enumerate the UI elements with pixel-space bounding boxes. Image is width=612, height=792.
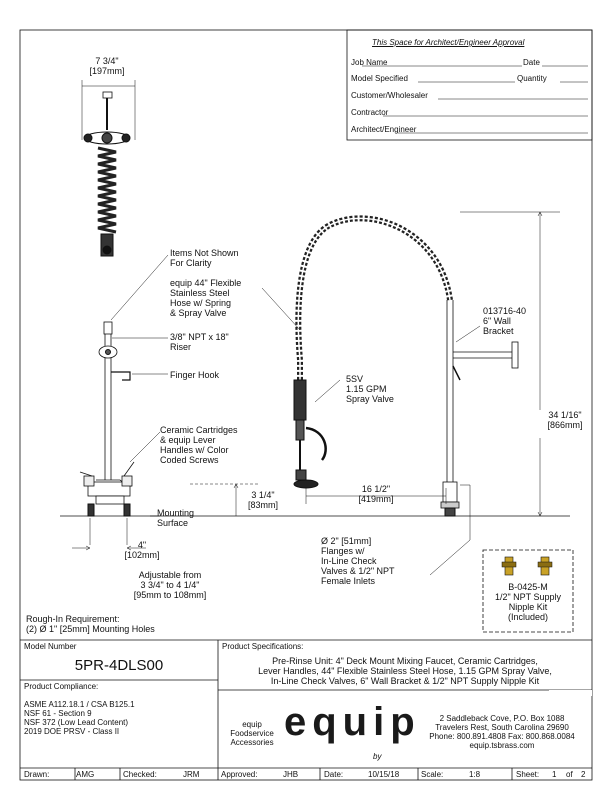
main-view-prerinse	[150, 211, 574, 633]
riser-height-dim: 34 1/16"[866mm]	[547, 410, 583, 430]
drawn-label: Drawn:	[24, 770, 50, 779]
drawn-value: AMG	[76, 770, 95, 779]
contractor-label: Contractor	[351, 108, 389, 117]
rough-in-requirement: Rough-In Requirement:(2) Ø 1" [25mm] Mou…	[26, 614, 155, 634]
sheet-of: of	[566, 770, 573, 779]
compliance-label: Product Compliance:	[24, 682, 99, 691]
brand-logo: equip	[284, 700, 421, 744]
cartridges-callout: Ceramic Cartridges& equip Lever Handles …	[160, 425, 238, 465]
model-specified-label: Model Specified	[351, 74, 408, 83]
approved-value: JHB	[283, 770, 299, 779]
product-specs-label: Product Specifications:	[222, 642, 304, 651]
center-dim: 4"[102mm]	[124, 540, 160, 560]
job-name-label: Job Name	[351, 58, 388, 67]
reach-dim: 16 1/2"[419mm]	[358, 484, 394, 504]
model-number-label: Model Number	[24, 642, 77, 651]
leader-lines-main	[261, 287, 481, 576]
date-footer-value: 10/15/18	[368, 770, 400, 779]
date-footer-label: Date:	[324, 770, 344, 779]
approval-box	[346, 29, 593, 141]
date-label: Date	[523, 58, 540, 67]
leader-lines-left	[110, 254, 169, 463]
checked-label: Checked:	[123, 770, 157, 779]
finger-hook-callout: Finger Hook	[170, 370, 220, 380]
model-number: 5PR-4DLS00	[74, 657, 164, 674]
sheet-value: 1	[552, 770, 557, 779]
approval-title: This Space for Architect/Engineer Approv…	[372, 38, 525, 47]
architect-label: Architect/Engineer	[351, 125, 417, 134]
quantity-label: Quantity	[517, 74, 547, 83]
scale-value: 1:8	[469, 770, 481, 779]
brand-logo-by: by	[373, 752, 382, 761]
sheet-label: Sheet:	[516, 770, 540, 779]
scale-label: Scale:	[421, 770, 444, 779]
product-specs: Pre-Rinse Unit: 4" Deck Mount Mixing Fau…	[258, 656, 552, 686]
top-view-hose	[81, 80, 136, 257]
title-block	[20, 639, 592, 780]
sheet-total: 2	[581, 770, 586, 779]
riser-callout: 3/8" NPT x 18"Riser	[170, 332, 229, 352]
side-view-faucet	[60, 321, 160, 551]
approved-label: Approved:	[221, 770, 258, 779]
spout-height-dim: 3 1/4"[83mm]	[247, 490, 278, 510]
checked-value: JRM	[183, 770, 200, 779]
top-width-dim: 7 3/4"[197mm]	[89, 56, 125, 76]
customer-label: Customer/Wholesaler	[351, 91, 428, 100]
